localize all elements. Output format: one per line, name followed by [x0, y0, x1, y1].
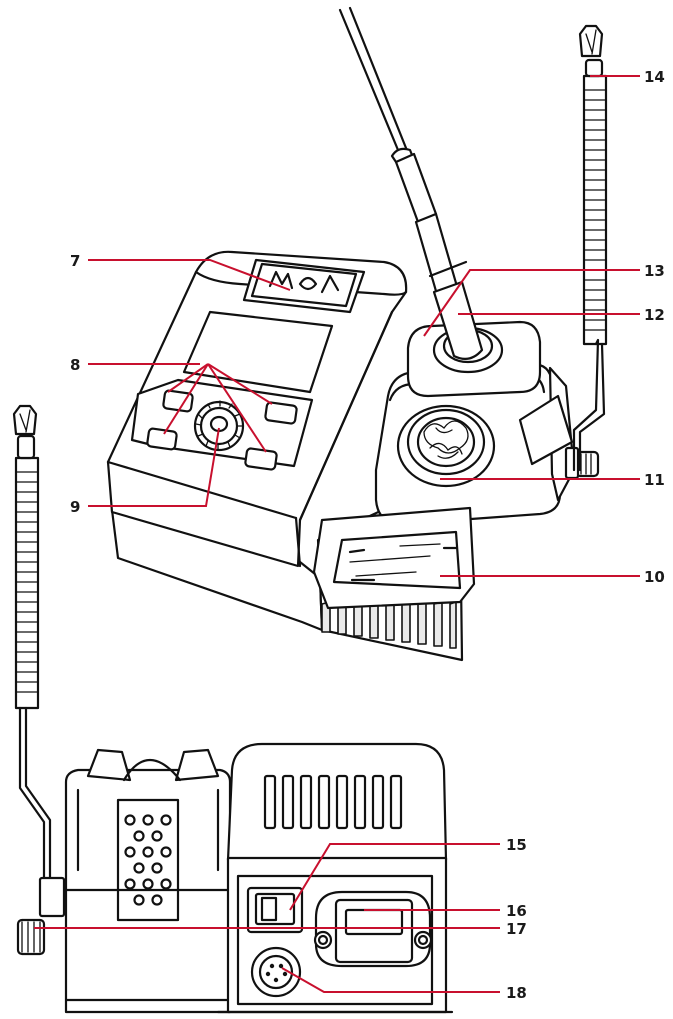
callout-11: 11: [644, 471, 665, 489]
callout-10: 10: [644, 568, 665, 586]
back-vent-slots: [263, 774, 403, 830]
callout-14: 14: [644, 68, 665, 86]
leader-7: [88, 259, 291, 291]
back-view-station: [12, 404, 454, 1014]
soldering-iron: [338, 6, 484, 361]
holder-vent-holes: [124, 814, 172, 906]
callout-18: 18: [506, 984, 527, 1002]
leader-9: [88, 427, 220, 507]
leader-15: [289, 843, 500, 911]
front-view-station: [106, 6, 608, 662]
callout-16: 16: [506, 902, 527, 920]
button-bottom-right: [244, 447, 278, 471]
button-top-left: [162, 389, 194, 413]
ac-power-socket: [313, 890, 433, 968]
callout-9: 9: [70, 498, 80, 516]
callout-8: 8: [70, 356, 80, 374]
leader-8-d: [207, 363, 273, 405]
leader-13: [423, 269, 640, 337]
leader-8-b: [167, 363, 209, 393]
right-flex-arm: [572, 24, 608, 472]
power-switch: [246, 886, 304, 934]
leader-18: [281, 967, 500, 993]
left-flex-arm: [12, 404, 52, 882]
control-knob: [193, 400, 245, 452]
callout-labels: 7 8 9 10 11 12 13 14 15 16 17 18: [70, 68, 665, 1002]
button-bottom-left: [146, 427, 178, 451]
vent-slots: [321, 601, 457, 649]
right-arm-clip: [578, 24, 604, 58]
leader-8-c: [163, 363, 209, 435]
callout-7: 7: [70, 252, 80, 270]
button-top-right: [264, 401, 298, 425]
callout-17: 17: [506, 920, 527, 938]
tip-cleaner-wire: [396, 404, 496, 488]
leader-lines: [34, 75, 640, 993]
leader-8-e: [207, 363, 267, 453]
callout-12: 12: [644, 306, 665, 324]
callout-13: 13: [644, 262, 665, 280]
callout-15: 15: [506, 836, 527, 854]
round-connector: [250, 946, 302, 998]
